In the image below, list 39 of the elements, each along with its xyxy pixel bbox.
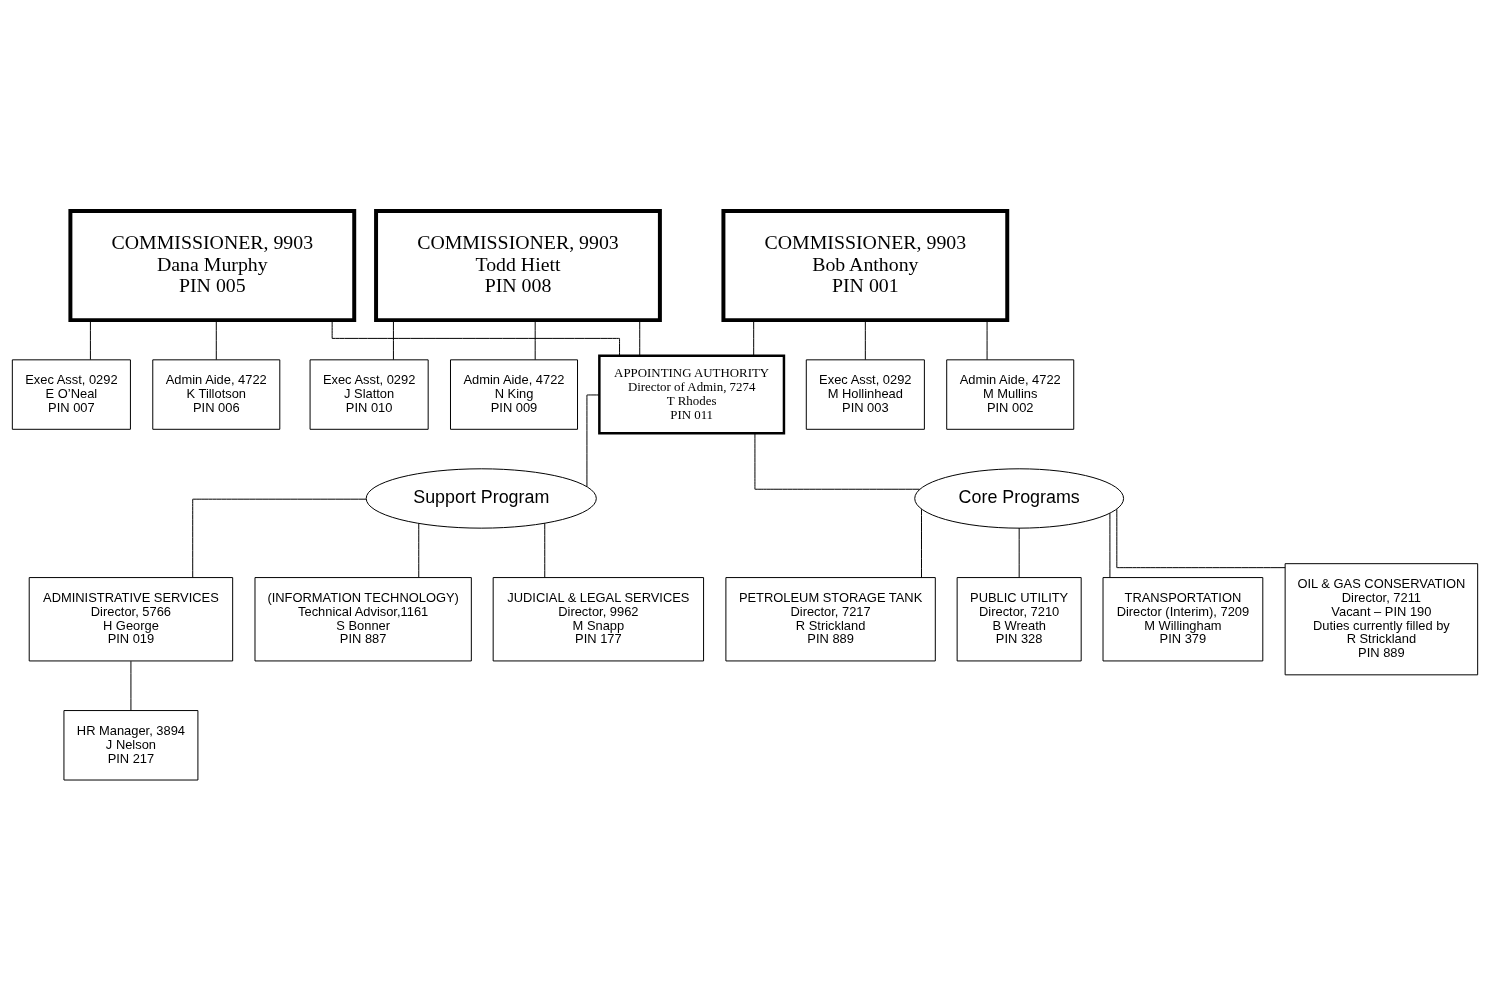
connector <box>921 508 922 579</box>
connector <box>534 319 536 361</box>
connector <box>215 319 217 361</box>
connector <box>639 319 641 357</box>
node-box: (INFORMATION TECHNOLOGY) Technical Advisor,1161 S Bonner PIN 887 <box>254 577 472 662</box>
node-box: Exec Asst, 0292 E O’Neal PIN 007 <box>11 359 131 430</box>
node-box: COMMISSIONER, 9903 Dana Murphy PIN 005 <box>68 209 357 323</box>
node-box: APPOINTING AUTHORITY Director of Admin, 7274 T Rhodes PIN 011 <box>598 354 786 435</box>
connector <box>586 394 600 488</box>
node-box: Admin Aide, 4722 N King PIN 009 <box>450 359 579 430</box>
node-box: PUBLIC UTILITY Director, 7210 B Wreath PIN 328 <box>956 577 1082 662</box>
node-box: HR Manager, 3894 J Nelson PIN 217 <box>63 710 199 781</box>
connector <box>864 319 866 361</box>
connector <box>753 319 755 357</box>
node-ellipse: Support Program <box>365 468 597 529</box>
node-box: COMMISSIONER, 9903 Bob Anthony PIN 001 <box>721 209 1010 323</box>
connector <box>89 319 91 361</box>
connector <box>331 319 621 357</box>
connector <box>1116 508 1286 569</box>
connector <box>418 523 420 578</box>
connector <box>192 498 367 578</box>
node-box: Exec Asst, 0292 J Slatton PIN 010 <box>309 359 429 430</box>
node-box: Admin Aide, 4722 M Mullins PIN 002 <box>946 359 1075 430</box>
node-ellipse: Core Programs <box>914 468 1125 529</box>
connector <box>754 432 921 490</box>
node-box: ADMINISTRATIVE SERVICES Director, 5766 H George PIN 019 <box>28 577 234 662</box>
connector <box>1109 512 1111 578</box>
node-box: Admin Aide, 4722 K Tillotson PIN 006 <box>152 359 281 430</box>
connector <box>1018 527 1020 578</box>
node-box: JUDICIAL & LEGAL SERVICES Director, 9962 M Snapp PIN 177 <box>492 577 705 662</box>
node-box: OIL & GAS CONSERVATION Director, 7211 Vacant – PIN 190 Duties currently filled by R Strickland PIN 889 <box>1284 563 1479 676</box>
node-box: COMMISSIONER, 9903 Todd Hiett PIN 008 <box>374 209 662 323</box>
node-box: TRANSPORTATION Director (Interim), 7209 M Willingham PIN 379 <box>1102 577 1264 662</box>
connector <box>130 660 132 711</box>
node-box: Exec Asst, 0292 M Hollinhead PIN 003 <box>805 359 925 430</box>
connector <box>986 319 988 361</box>
connector <box>544 522 546 578</box>
node-box: PETROLEUM STORAGE TANK Director, 7217 R Strickland PIN 889 <box>725 577 936 662</box>
connector <box>392 319 394 361</box>
